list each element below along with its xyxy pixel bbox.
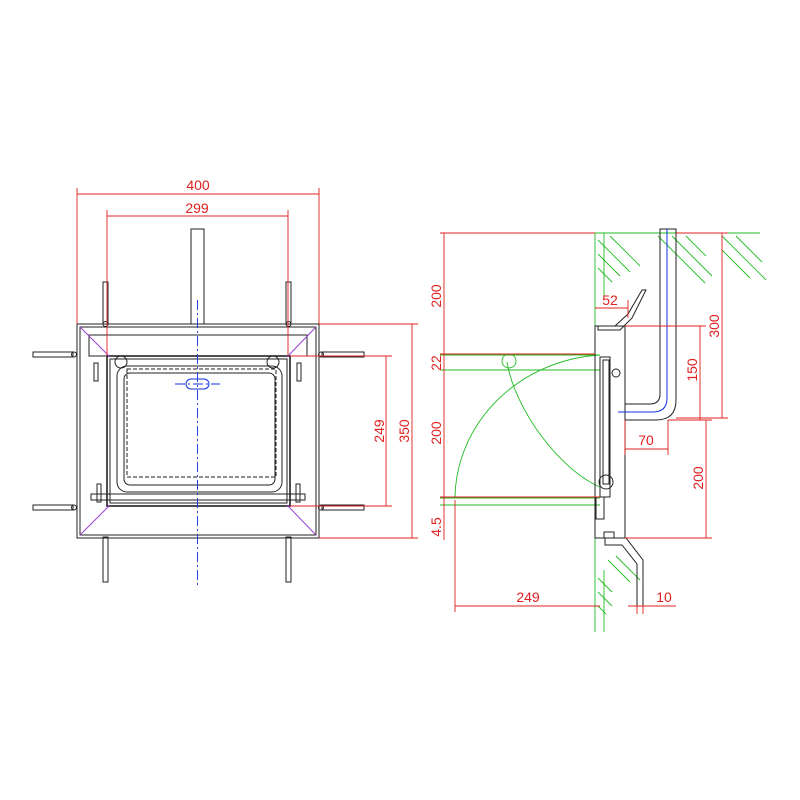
dim-lower-height: 200 (625, 419, 712, 539)
dim-handle-depth: 150 (625, 325, 706, 420)
dim-overall-width: 400 (76, 177, 320, 324)
wall (594, 232, 767, 632)
outer-frame (76, 323, 320, 539)
dim-text-400: 400 (186, 177, 210, 193)
dim-text-4-5: 4.5 (428, 517, 444, 537)
dim-text-22: 22 (428, 355, 444, 371)
l-handle (624, 228, 677, 421)
dim-text-52: 52 (602, 292, 618, 308)
dim-anchor: 10 (628, 589, 676, 614)
dim-text-249-swing: 249 (516, 589, 540, 605)
dim-text-70: 70 (638, 432, 654, 448)
dim-text-300: 300 (706, 314, 722, 338)
dim-text-299: 299 (185, 200, 209, 216)
dim-text-249: 249 (371, 419, 387, 443)
dim-overall-height: 350 (319, 323, 418, 539)
dim-gap: 22 (428, 354, 445, 371)
dim-handle-reach: 70 (624, 420, 669, 455)
side-view: 200 22 200 4.5 249 52 (428, 228, 767, 632)
door-swing (440, 353, 601, 506)
keyhole (185, 378, 210, 390)
door-frame (106, 355, 291, 507)
dim-text-350: 350 (396, 419, 412, 443)
dim-middle-height: 200 (428, 370, 600, 498)
dim-bottom-offset: 4.5 (428, 497, 445, 540)
corner-braces (79, 326, 317, 536)
dim-text-200-middle: 200 (428, 421, 444, 445)
dim-flange: 52 (595, 292, 629, 318)
dim-text-10: 10 (656, 589, 672, 605)
dim-top-height: 200 (428, 232, 595, 355)
dim-text-200-top: 200 (428, 284, 444, 308)
dim-text-200-lower: 200 (690, 466, 706, 490)
dim-swing: 249 (454, 500, 600, 612)
door-glass (126, 368, 277, 478)
dim-opening-height: 249 (290, 355, 392, 507)
dim-inner-width: 299 (106, 200, 289, 356)
dim-text-150: 150 (684, 358, 700, 382)
front-view: 400 299 249 350 (32, 177, 418, 585)
dim-handle-height: 300 (676, 232, 728, 419)
